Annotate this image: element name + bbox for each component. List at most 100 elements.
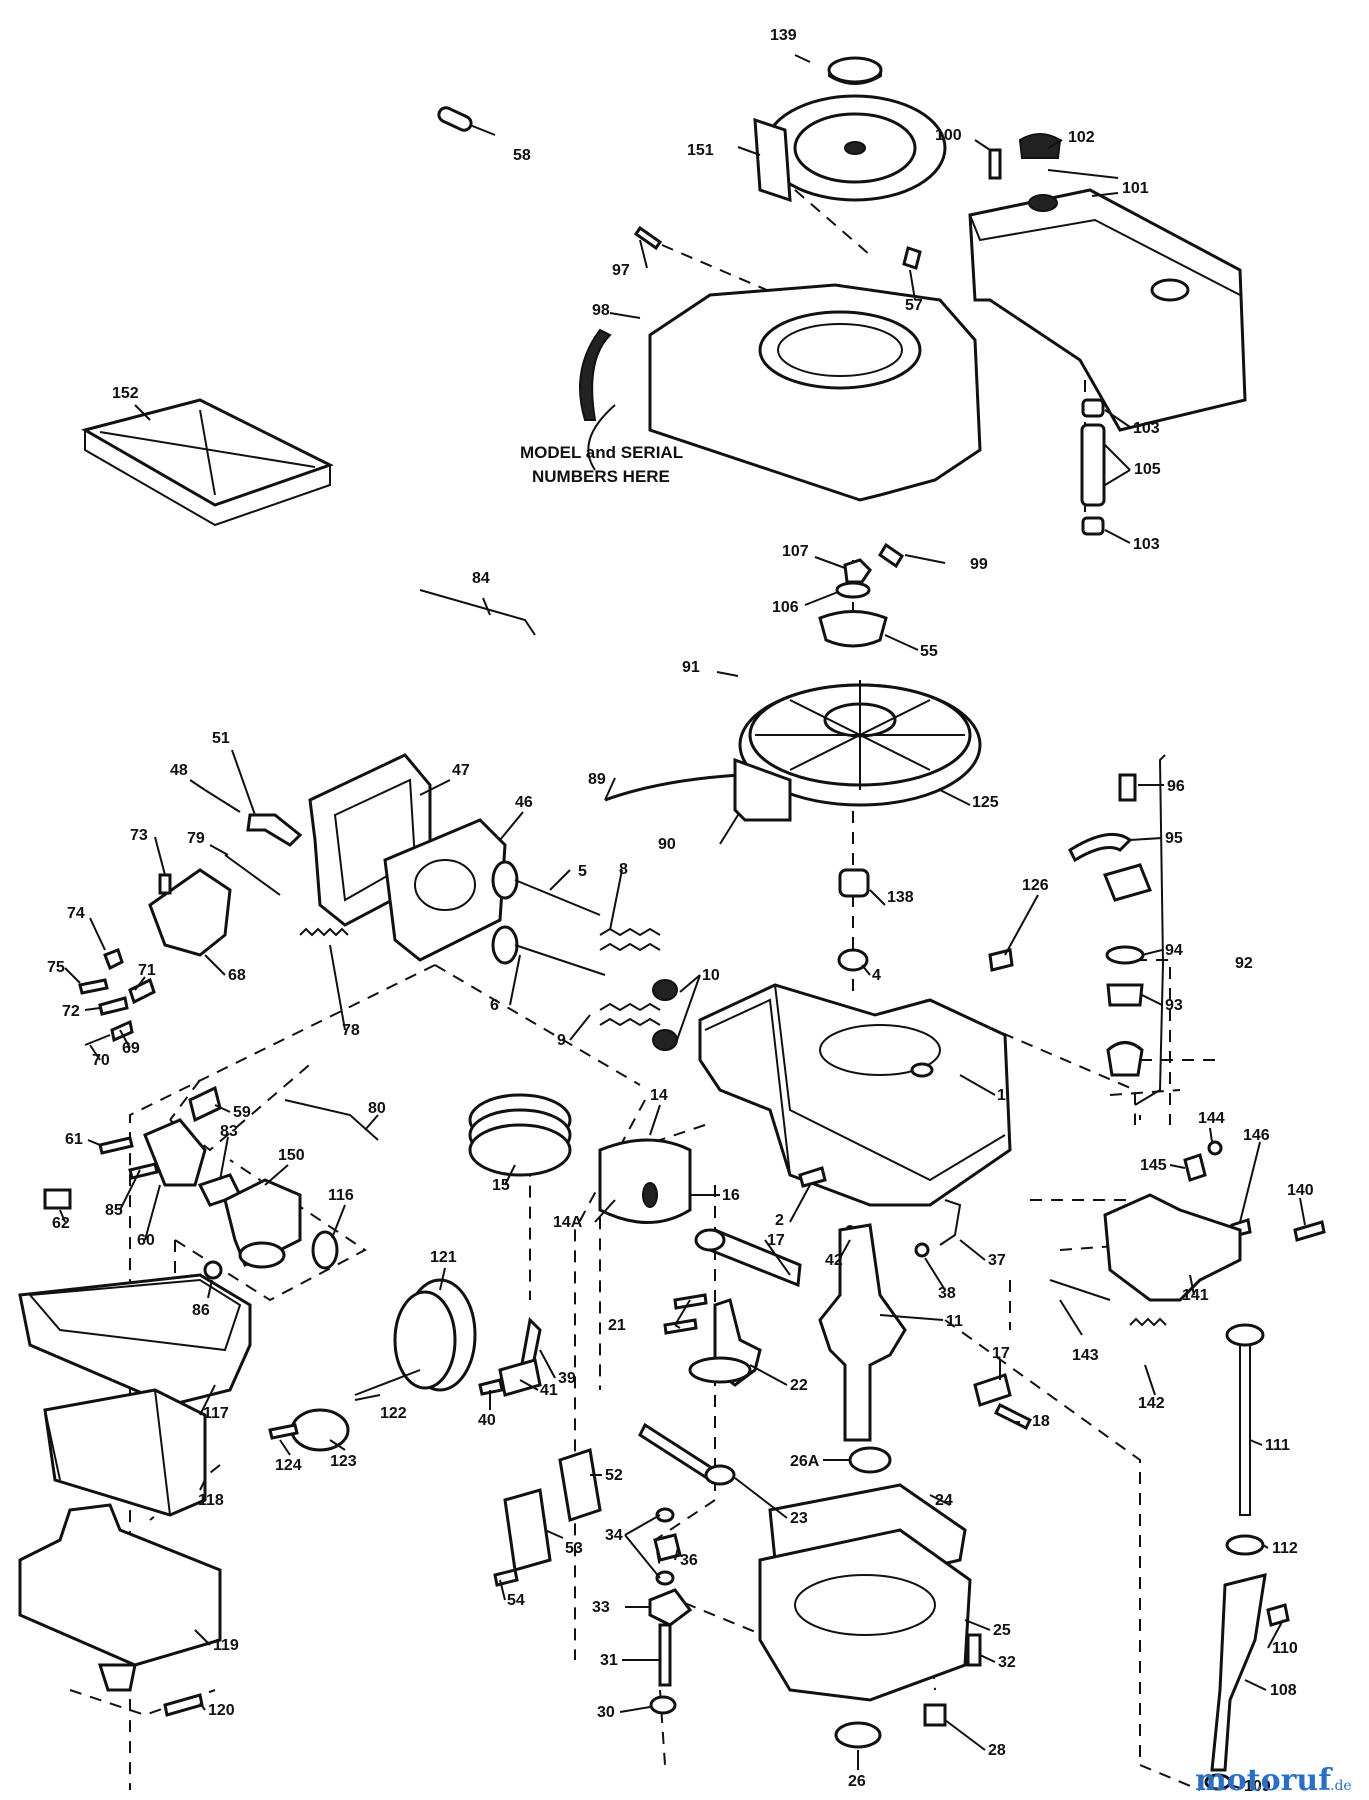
part-26-seal — [834, 1721, 882, 1749]
part-10-retainer — [652, 979, 678, 1001]
callout-label: 79 — [187, 830, 205, 847]
part-116-gasket — [311, 1230, 339, 1270]
part-108-dip-tube — [1210, 1572, 1267, 1772]
callout-label: 32 — [998, 1654, 1016, 1671]
callout-label: 95 — [1165, 830, 1183, 847]
callout-label: 102 — [1068, 129, 1095, 146]
callout-label: 14 — [650, 1087, 668, 1104]
part-36-gear — [653, 1533, 682, 1562]
callout-label: 15 — [492, 1177, 510, 1194]
callout-label: 10 — [702, 967, 720, 984]
callout-label: 69 — [122, 1040, 140, 1057]
callout-label: 9 — [557, 1032, 566, 1049]
part-118-filter-element — [43, 1388, 207, 1517]
callout-label: 59 — [233, 1104, 251, 1121]
callout-label: 121 — [430, 1249, 457, 1266]
callout-label: 37 — [988, 1252, 1006, 1269]
part-23-tappet — [638, 1422, 717, 1483]
callout-label: 92 — [1235, 955, 1253, 972]
callout-label: 68 — [228, 967, 246, 984]
part-34-washer — [655, 1507, 675, 1523]
part-11-crankshaft — [818, 1223, 907, 1442]
part-93-valve — [1106, 983, 1144, 1007]
part-89-wire — [604, 773, 741, 802]
callout-labels: 139 58 151 100 102 101 97 57 98 152 103 … — [47, 27, 1314, 1795]
callout-label: 38 — [938, 1285, 956, 1302]
callout-label: 71 — [138, 962, 156, 979]
callout-label: 47 — [452, 762, 470, 779]
part-46-head-gasket — [383, 818, 507, 962]
callout-label: 150 — [278, 1147, 305, 1164]
part-95-tube — [1068, 832, 1133, 863]
part-150-carburetor — [223, 1178, 302, 1267]
part-38-washer — [914, 1242, 930, 1258]
part-54-screw — [493, 1568, 519, 1587]
callout-label: 52 — [605, 1467, 623, 1484]
callout-label: 107 — [782, 543, 809, 560]
part-30-washer — [649, 1695, 677, 1715]
callout-label: 98 — [592, 302, 610, 319]
part-40-screw — [478, 1378, 504, 1396]
part-80-link-rod — [284, 1099, 379, 1141]
callout-label: 101 — [1122, 180, 1149, 197]
callout-label: 97 — [612, 262, 630, 279]
part-79-pin — [224, 854, 281, 896]
callout-label: 6 — [490, 997, 499, 1014]
part-8-valve-spring — [599, 927, 661, 952]
part-32-bolt — [966, 1633, 982, 1667]
part-69-spring — [110, 1019, 134, 1043]
part-86-screw — [203, 1260, 223, 1280]
callout-label: 1 — [997, 1087, 1006, 1104]
part-60-intake-manifold — [143, 1118, 207, 1187]
part-112-seal — [1225, 1534, 1265, 1556]
callout-label: 126 — [1022, 877, 1049, 894]
callout-label: 25 — [993, 1622, 1011, 1639]
callout-label: 57 — [905, 297, 923, 314]
callout-label: 106 — [772, 599, 799, 616]
callout-label: 14A — [553, 1214, 583, 1231]
callout-label: 40 — [478, 1412, 496, 1429]
callout-label: 109 — [1244, 1778, 1271, 1795]
part-25-sump — [758, 1528, 972, 1702]
part-145-clamp — [1183, 1153, 1207, 1182]
callout-label: 17 — [767, 1232, 785, 1249]
part-90-ignition-module — [733, 757, 792, 822]
callout-label: 125 — [972, 794, 999, 811]
callout-label: 143 — [1072, 1347, 1099, 1364]
callout-label: 90 — [658, 836, 676, 853]
part-9-valve-spring — [599, 1002, 661, 1027]
part-74-screw — [103, 948, 124, 971]
callout-label: 85 — [105, 1202, 123, 1219]
model-serial-note-line2: NUMBERS HERE — [532, 467, 670, 486]
part-85-screw — [128, 1162, 159, 1180]
callout-label: 152 — [112, 385, 139, 402]
part-55-cup — [818, 610, 888, 648]
callout-label: 122 — [380, 1405, 407, 1422]
part-110-breather — [1266, 1603, 1290, 1627]
callout-label: 111 — [1265, 1437, 1290, 1454]
part-106-washer — [835, 581, 871, 599]
part-143-rod — [1049, 1279, 1111, 1301]
callout-label: 138 — [887, 889, 914, 906]
part-72-spring — [98, 996, 129, 1016]
callout-label: 151 — [687, 142, 714, 159]
part-70-rod — [84, 1034, 111, 1046]
part-2-gasket — [798, 1166, 827, 1188]
part-18-screw — [993, 1402, 1033, 1431]
part-37-link — [939, 1199, 962, 1246]
part-84-link — [419, 589, 536, 636]
callout-label: 61 — [65, 1131, 83, 1148]
part-41-bracket — [498, 1358, 542, 1397]
part-1-engine-block — [698, 983, 1012, 1207]
callout-label: 116 — [328, 1187, 354, 1204]
callout-label: 55 — [920, 643, 938, 660]
callout-label: 84 — [472, 570, 490, 587]
part-78-spring — [299, 927, 349, 937]
callout-label: 54 — [507, 1592, 525, 1609]
part-33-governor — [648, 1588, 693, 1627]
part-14-piston — [598, 1138, 692, 1224]
callout-label: 73 — [130, 827, 148, 844]
part-71-spring — [128, 977, 156, 1005]
part-16-clip — [642, 1182, 658, 1208]
callout-label: 108 — [1270, 1682, 1297, 1699]
